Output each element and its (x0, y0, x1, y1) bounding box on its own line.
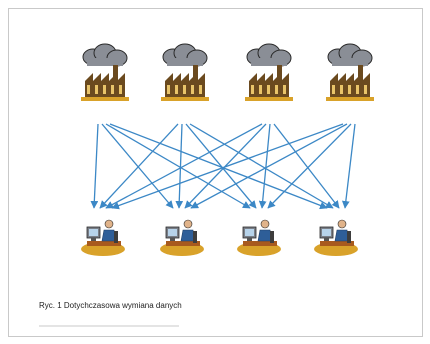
connection-arrow (267, 123, 352, 209)
computer-user-icon (81, 219, 125, 256)
connection-arrow (105, 123, 251, 209)
computer-user-icon (237, 219, 281, 256)
user-node (237, 219, 281, 256)
connection-arrow (101, 123, 174, 209)
connection-arrow (175, 123, 184, 209)
connection-arrow (99, 123, 179, 209)
connection-arrow (105, 123, 263, 209)
factory-node (81, 43, 129, 101)
user-node (160, 219, 204, 256)
factory-node (245, 43, 293, 101)
connection-arrow (341, 123, 356, 209)
connection-arrow (111, 123, 344, 210)
factory-node (161, 43, 209, 101)
factory-icon (326, 43, 374, 101)
factory-group (81, 43, 374, 101)
factory-icon (81, 43, 129, 101)
connection-arrows (90, 123, 356, 210)
computer-user-icon (160, 219, 204, 256)
user-node (314, 219, 358, 256)
factory-node (326, 43, 374, 101)
connection-arrow (273, 123, 340, 209)
connection-arrow (185, 123, 257, 209)
connection-arrow (184, 123, 267, 209)
connection-arrow (190, 123, 348, 209)
connection-arrow (109, 123, 328, 210)
faint-text-line (39, 325, 179, 327)
user-group (81, 219, 358, 256)
figure-caption: Ryc. 1 Dotychczasowa wymiana danych (39, 301, 182, 310)
connection-arrow (258, 123, 271, 209)
connection-arrow (90, 123, 99, 209)
factory-icon (245, 43, 293, 101)
connection-arrow (189, 123, 334, 209)
factory-icon (161, 43, 209, 101)
computer-user-icon (314, 219, 358, 256)
user-node (81, 219, 125, 256)
